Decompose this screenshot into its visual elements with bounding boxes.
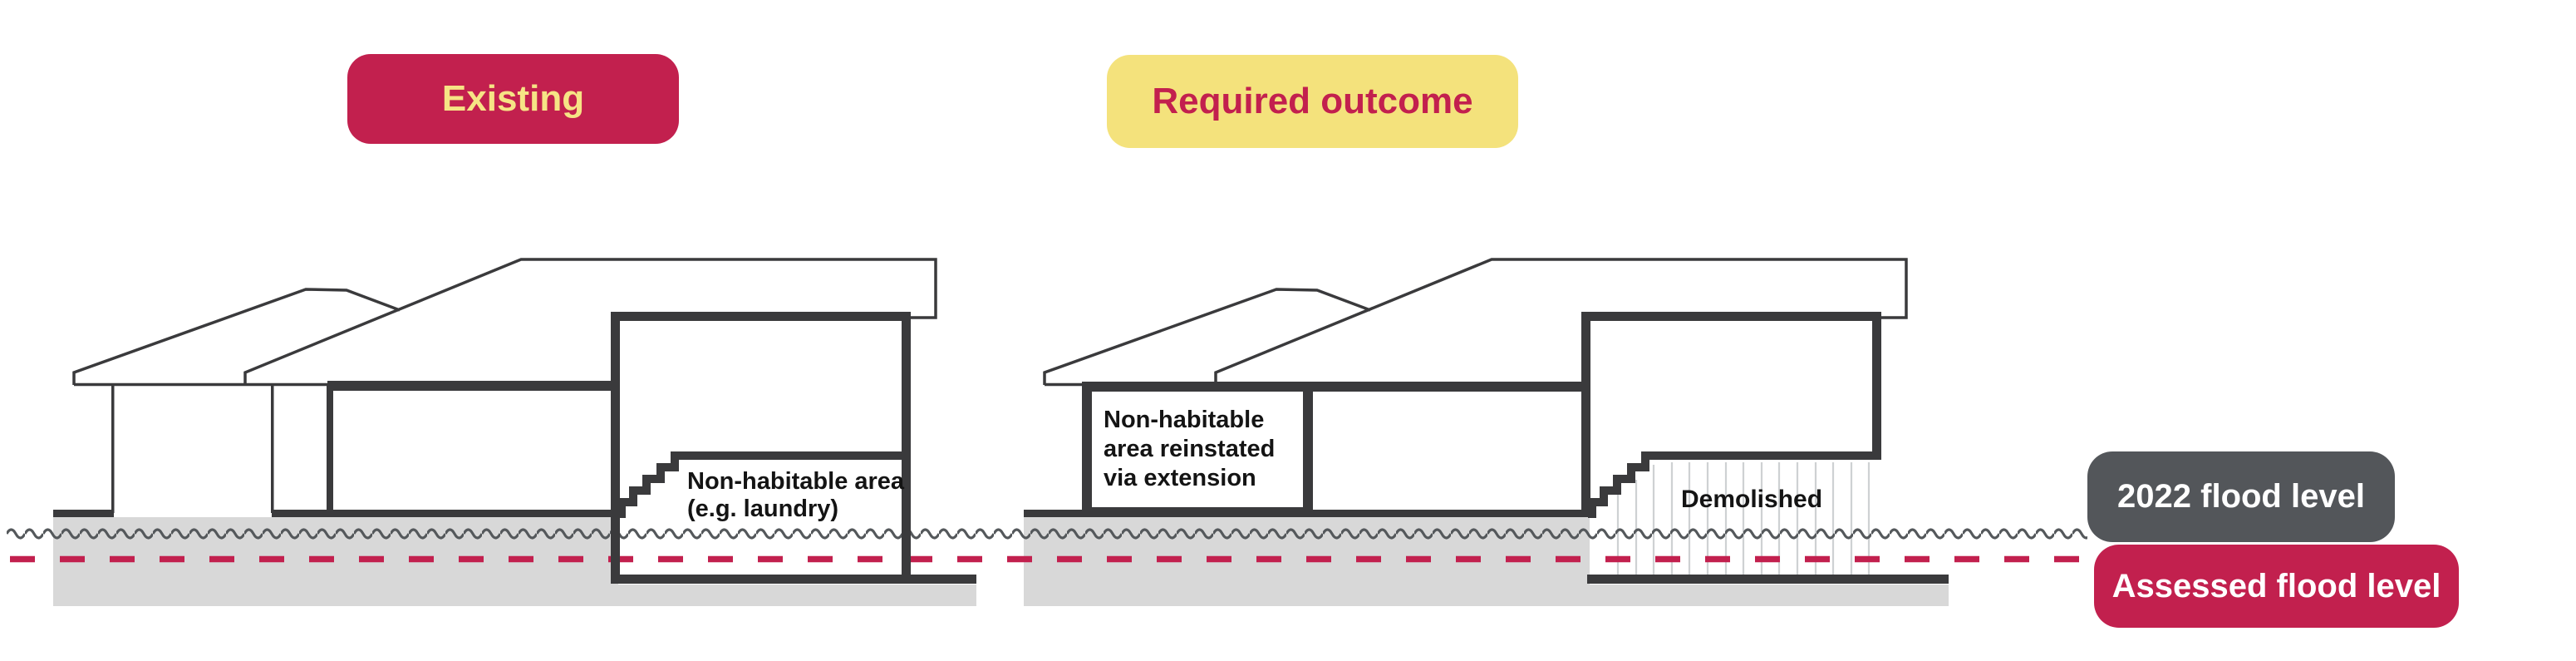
demolished-hatch: [1616, 462, 1871, 575]
extension-label-line2: area reinstated: [1104, 436, 1276, 462]
flood-2022-badge: 2022 flood level: [2087, 451, 2395, 542]
existing-roof-outline: [72, 258, 937, 387]
flood-2022-badge-label: 2022 flood level: [2117, 478, 2365, 515]
flood-2022-wavy-line: [7, 527, 2087, 540]
assessed-flood-badge-label: Assessed flood level: [2111, 567, 2441, 604]
existing-basement-steps: [617, 451, 696, 518]
existing-walls: [53, 312, 976, 584]
extension-label-line3: via extension: [1104, 465, 1256, 491]
basement-label-line1: Non-habitable area: [687, 468, 905, 495]
existing-badge-label: Existing: [441, 78, 585, 119]
outcome-walls: [1024, 312, 1949, 584]
required-outcome-badge: Required outcome: [1107, 55, 1518, 148]
outcome-house: [1024, 258, 1949, 584]
demolished-label: Demolished: [1681, 486, 1822, 513]
existing-porch-posts: [111, 385, 274, 513]
outcome-roof-outline: [1043, 258, 1908, 387]
extension-label-line1: Non-habitable: [1104, 407, 1265, 433]
existing-house: [53, 258, 976, 584]
demolished-label-text: Demolished: [1681, 486, 1823, 513]
outcome-demolished-steps: [1588, 451, 1666, 518]
extension-label: Non-habitable area reinstated via extens…: [1104, 406, 1275, 493]
required-outcome-badge-label: Required outcome: [1152, 81, 1473, 121]
basement-label-line2: (e.g. laundry): [687, 496, 839, 522]
existing-badge: Existing: [347, 54, 679, 144]
basement-label: Non-habitable area (e.g. laundry): [687, 468, 904, 523]
assessed-flood-badge: Assessed flood level: [2094, 545, 2459, 628]
